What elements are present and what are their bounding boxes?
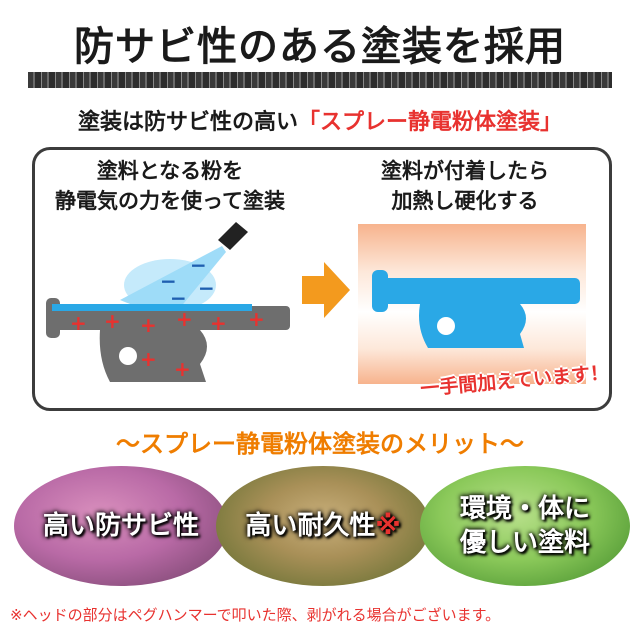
plus-sign: + — [176, 307, 193, 331]
powder-coating-layer — [52, 304, 252, 311]
peg-coated — [372, 270, 580, 348]
step2-caption: 塗料が付着したら 加熱し硬化する — [340, 156, 590, 216]
plus-sign: + — [210, 311, 227, 335]
plus-sign: + — [140, 347, 157, 371]
peg-uncoated — [46, 298, 290, 382]
plus-sign: + — [248, 307, 265, 331]
merits-title: ～スプレー静電粉体塗装のメリット～ — [116, 430, 524, 458]
plus-sign: + — [70, 311, 87, 335]
asterisk-mark: ※ — [375, 511, 401, 541]
plus-sign: + — [174, 357, 191, 381]
spray-nozzle-icon — [218, 222, 248, 250]
subtitle-highlight: 「スプレー静電粉体塗装」 — [298, 110, 563, 135]
step2-line1: 塗料が付着したら — [381, 159, 549, 183]
brush-stroke-divider — [28, 72, 612, 88]
step1-line1: 塗料となる粉を — [96, 159, 244, 183]
step2-line2: 加熱し硬化する — [391, 189, 539, 213]
subtitle: 塗装は防サビ性の高い「スプレー静電粉体塗装」 — [0, 104, 640, 136]
subtitle-lead: 塗装は防サビ性の高い — [77, 110, 298, 135]
plus-sign: + — [140, 313, 157, 337]
minus-sign: − — [160, 269, 177, 293]
merit-label: 環境・体に 優しい塗料 — [459, 494, 590, 558]
footnote: ※ヘッドの部分はペグハンマーで叩いた際、剥がれる場合がございます。 — [10, 606, 501, 624]
page-title: 防サビ性のある塗装を採用 — [74, 24, 566, 70]
minus-sign: − — [198, 276, 215, 300]
merit-label: 高い防サビ性 — [42, 511, 199, 541]
minus-sign: − — [190, 253, 207, 277]
step1-line2: 静電気の力を使って塗装 — [55, 189, 285, 213]
merit-rust-resistance: 高い防サビ性 — [14, 466, 228, 586]
plus-sign: + — [104, 309, 121, 333]
step1-caption: 塗料となる粉を 静電気の力を使って塗装 — [40, 156, 300, 216]
merit-durability: 高い耐久性※ — [216, 466, 430, 586]
merit-eco-friendly: 環境・体に 優しい塗料 — [420, 466, 630, 586]
merit-label: 高い耐久性※ — [245, 511, 401, 541]
arrow-right-icon — [302, 262, 350, 318]
